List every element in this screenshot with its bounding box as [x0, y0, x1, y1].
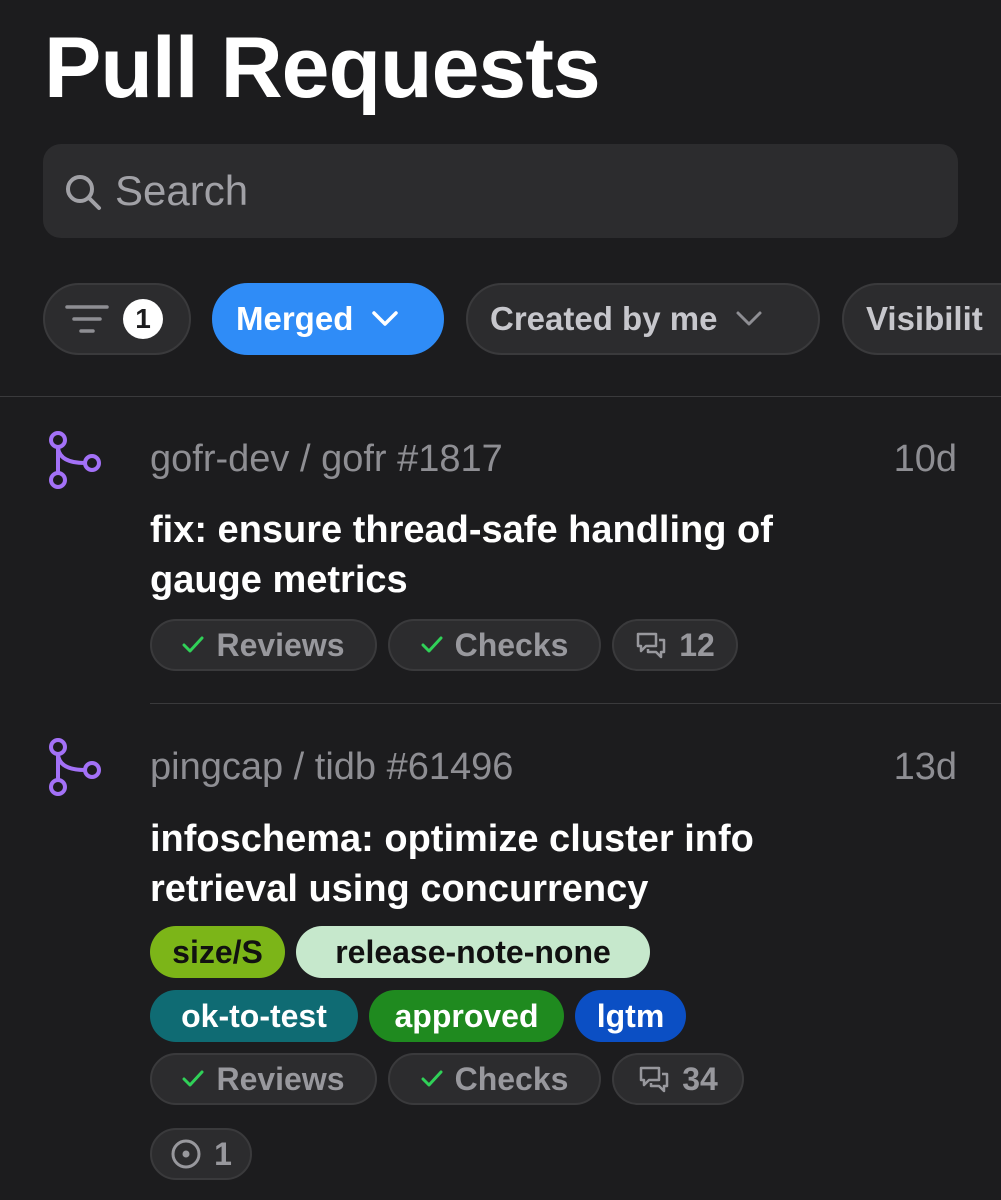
reviews-status: Reviews [150, 1053, 377, 1105]
visibility-filter-chip[interactable]: Visibilit [842, 283, 1001, 355]
comments-count: 34 [612, 1053, 744, 1105]
checks-label: Checks [454, 1060, 569, 1097]
repo-name: gofr-dev / gofr #1817 [150, 438, 503, 480]
visibility-filter-label: Visibilit [866, 300, 983, 337]
checks-status: Checks [388, 1053, 601, 1105]
merged-branch-icon [49, 431, 101, 489]
search-bar[interactable] [43, 144, 958, 238]
chevron-down-icon [736, 311, 762, 326]
pr-age: 10d [893, 438, 957, 480]
checkmark-icon [182, 1070, 204, 1088]
comments-icon [635, 631, 667, 659]
divider [0, 396, 1001, 397]
merged-filter-chip[interactable]: Merged [212, 283, 444, 355]
page-title: Pull Requests [44, 20, 601, 116]
filter-icon [65, 305, 109, 333]
reviews-label: Reviews [216, 626, 345, 663]
divider [150, 703, 1001, 704]
reviews-status: Reviews [150, 619, 377, 671]
linked-issues-count: 1 [150, 1128, 252, 1180]
checkmark-icon [182, 636, 204, 654]
comments-icon [638, 1065, 670, 1093]
issue-icon [170, 1138, 202, 1170]
label-size-s[interactable]: size/S [150, 926, 285, 978]
search-input[interactable] [115, 144, 935, 238]
comments-value: 34 [682, 1060, 718, 1097]
filter-count-badge: 1 [123, 299, 163, 339]
reviews-label: Reviews [216, 1060, 345, 1097]
pull-request-item[interactable]: gofr-dev / gofr #1817 10d fix: ensure th… [0, 396, 1001, 702]
comments-value: 12 [679, 626, 715, 663]
label-lgtm[interactable]: lgtm [575, 990, 686, 1042]
checkmark-icon [421, 636, 443, 654]
created-by-me-filter-chip[interactable]: Created by me [466, 283, 820, 355]
checkmark-icon [421, 1070, 443, 1088]
search-icon [66, 175, 101, 210]
merged-filter-label: Merged [236, 300, 354, 337]
checks-label: Checks [454, 626, 569, 663]
comments-count: 12 [612, 619, 738, 671]
merged-branch-icon [49, 738, 101, 796]
chevron-down-icon [372, 311, 399, 326]
checks-status: Checks [388, 619, 601, 671]
issues-value: 1 [214, 1135, 232, 1172]
pull-request-item[interactable]: pingcap / tidb #61496 13d infoschema: op… [0, 703, 1001, 1200]
created-filter-label: Created by me [490, 300, 718, 337]
label-ok-to-test[interactable]: ok-to-test [150, 990, 358, 1042]
label-release-note-none[interactable]: release-note-none [296, 926, 650, 978]
pr-title: fix: ensure thread-safe handling of gaug… [150, 509, 773, 601]
repo-name: pingcap / tidb #61496 [150, 746, 514, 788]
pr-age: 13d [893, 746, 957, 788]
pr-title: infoschema: optimize cluster info retrie… [150, 818, 754, 910]
label-approved[interactable]: approved [369, 990, 564, 1042]
filter-button[interactable]: 1 [43, 283, 191, 355]
